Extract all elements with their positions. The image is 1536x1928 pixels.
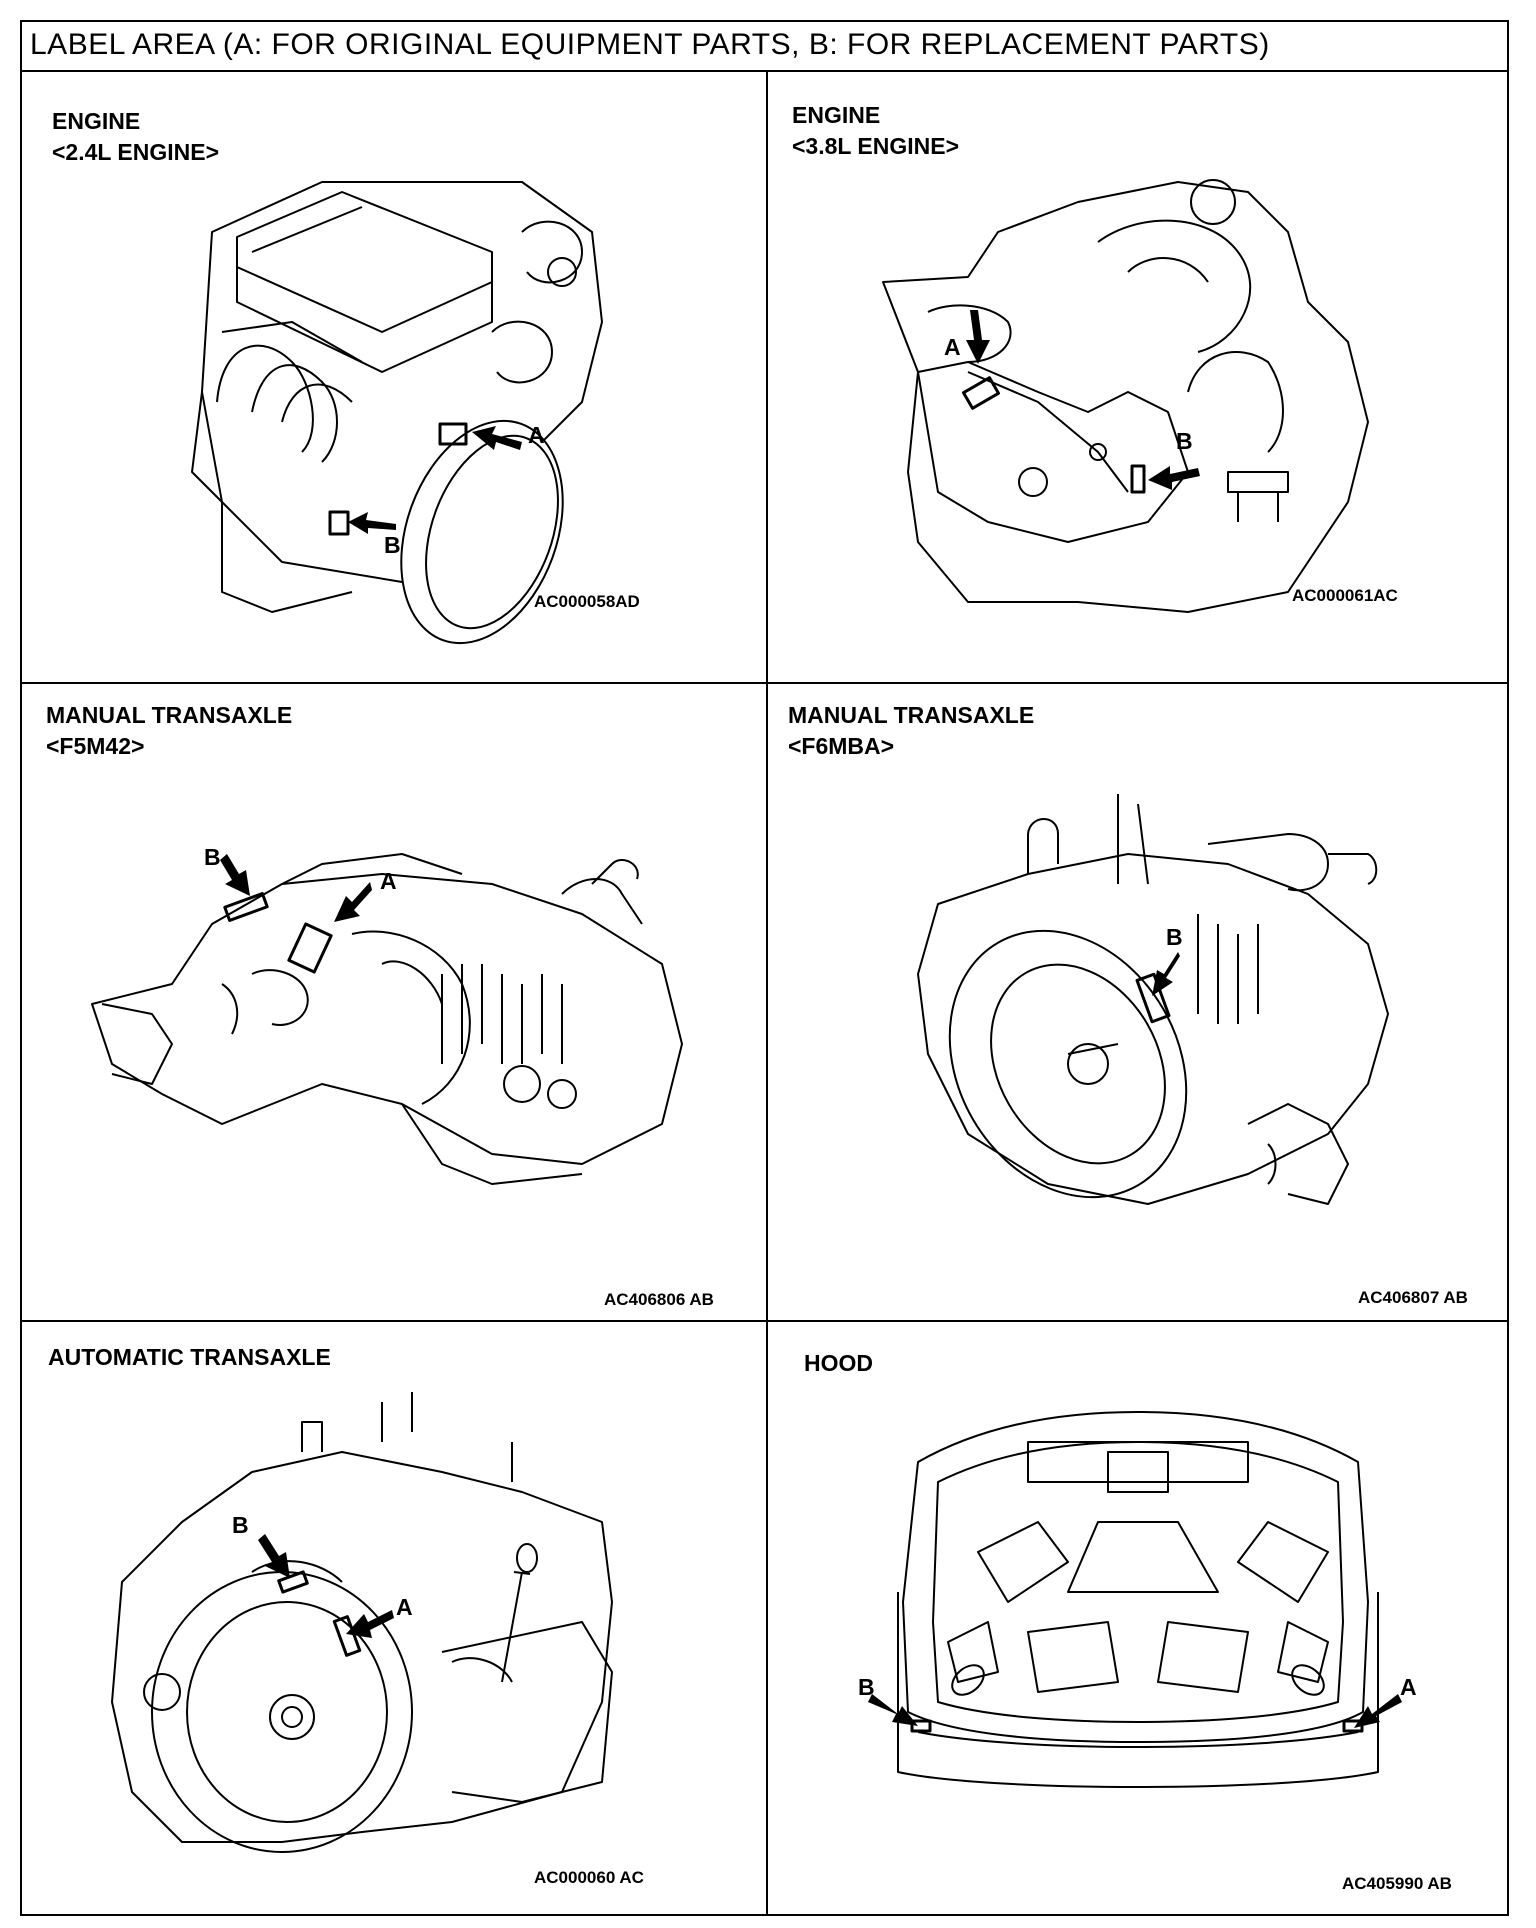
panel-heading: ENGINE bbox=[792, 102, 881, 128]
engine-3-8l-illustration bbox=[768, 72, 1511, 682]
panel-manual-transaxle-f5m42: MANUAL TRANSAXLE <F5M42> bbox=[22, 684, 766, 1320]
panel-caption: MANUAL TRANSAXLE <F6MBA> bbox=[788, 700, 1034, 762]
panel-subheading: <3.8L ENGINE> bbox=[792, 133, 960, 159]
automatic-transaxle-illustration bbox=[22, 1322, 766, 1916]
panel-subheading: <2.4L ENGINE> bbox=[52, 139, 220, 165]
figure-code: AC000060 AC bbox=[534, 1868, 644, 1887]
figure-code: AC406806 AB bbox=[604, 1290, 714, 1309]
label-area-sheet: LABEL AREA (A: FOR ORIGINAL EQUIPMENT PA… bbox=[20, 20, 1509, 1916]
row-divider-1 bbox=[22, 682, 1507, 684]
panel-caption: MANUAL TRANSAXLE <F5M42> bbox=[46, 700, 292, 762]
panel-engine-2-4l: ENGINE <2.4L ENGINE> bbox=[22, 72, 766, 682]
transaxle-f5m42-illustration bbox=[22, 684, 766, 1320]
panel-heading: MANUAL TRANSAXLE bbox=[46, 702, 293, 728]
panel-subheading: <F5M42> bbox=[46, 733, 145, 759]
pointer-label-b: B bbox=[232, 1512, 249, 1538]
panel-manual-transaxle-f6mba: MANUAL TRANSAXLE <F6MBA> bbox=[768, 684, 1511, 1320]
panel-hood: HOOD bbox=[768, 1322, 1511, 1916]
figure-code: AC000058AD bbox=[534, 592, 640, 611]
figure-code: AC000061AC bbox=[1292, 586, 1398, 605]
column-divider bbox=[766, 72, 768, 1914]
panel-caption: ENGINE <2.4L ENGINE> bbox=[52, 106, 219, 168]
pointer-label-a: A bbox=[396, 1594, 413, 1620]
transaxle-f6mba-illustration bbox=[768, 684, 1511, 1320]
panel-caption: HOOD bbox=[804, 1348, 873, 1379]
panel-caption: AUTOMATIC TRANSAXLE bbox=[48, 1342, 331, 1373]
panel-heading: MANUAL TRANSAXLE bbox=[788, 702, 1035, 728]
panel-engine-3-8l: ENGINE <3.8L ENGINE> bbox=[768, 72, 1511, 682]
row-divider-2 bbox=[22, 1320, 1507, 1322]
panel-heading: AUTOMATIC TRANSAXLE bbox=[48, 1344, 331, 1370]
pointer-label-a: A bbox=[380, 868, 397, 894]
pointer-label-a: A bbox=[1400, 1674, 1417, 1700]
page-title: LABEL AREA (A: FOR ORIGINAL EQUIPMENT PA… bbox=[30, 28, 1270, 61]
panel-heading: HOOD bbox=[804, 1350, 873, 1376]
pointer-label-b: B bbox=[384, 532, 401, 558]
panel-automatic-transaxle: AUTOMATIC TRANSAXLE bbox=[22, 1322, 766, 1916]
pointer-label-b: B bbox=[858, 1674, 875, 1700]
panel-heading: ENGINE bbox=[52, 108, 141, 134]
panel-caption: ENGINE <3.8L ENGINE> bbox=[792, 100, 959, 162]
pointer-label-b: B bbox=[1166, 924, 1183, 950]
pointer-label-b: B bbox=[1176, 428, 1193, 454]
title-bar: LABEL AREA (A: FOR ORIGINAL EQUIPMENT PA… bbox=[22, 22, 1507, 72]
panel-subheading: <F6MBA> bbox=[788, 733, 895, 759]
pointer-label-b: B bbox=[204, 844, 221, 870]
engine-2-4l-illustration bbox=[22, 72, 766, 682]
figure-code: AC406807 AB bbox=[1358, 1288, 1468, 1307]
hood-illustration bbox=[868, 1322, 1402, 1916]
pointer-label-a: A bbox=[944, 334, 961, 360]
figure-code: AC405990 AB bbox=[1342, 1874, 1452, 1893]
pointer-label-a: A bbox=[528, 422, 545, 448]
